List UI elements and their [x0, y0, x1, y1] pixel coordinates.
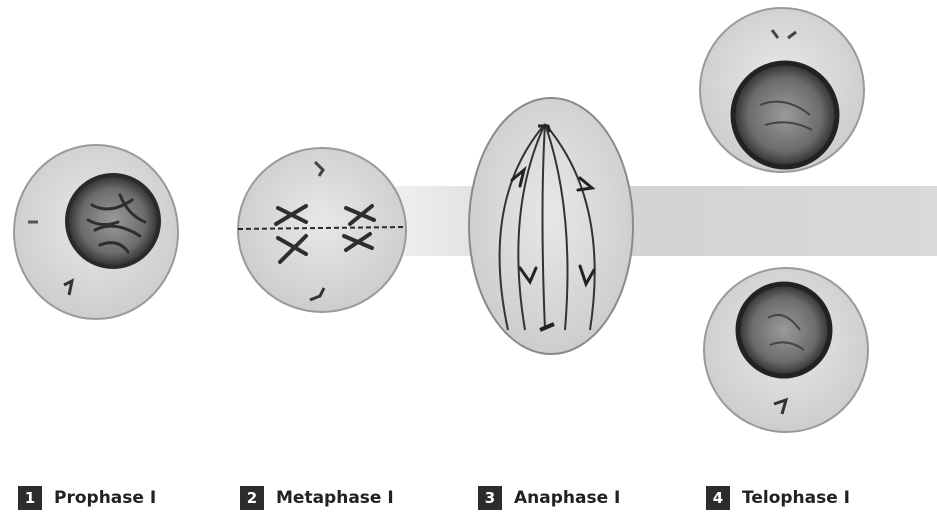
telophase-nucleus-bottom: [738, 284, 830, 376]
stage-name: Metaphase I: [276, 488, 394, 508]
prophase-cell: [14, 145, 178, 319]
stage-name: Telophase I: [742, 488, 850, 508]
telophase-cell-bottom: [704, 268, 868, 432]
stage-number-badge: 1: [18, 486, 42, 510]
anaphase-cell: [469, 98, 633, 354]
stage-name: Anaphase I: [514, 488, 620, 508]
stage-name: Prophase I: [54, 488, 156, 508]
stage-number-badge: 3: [478, 486, 502, 510]
stage-label-telophase: 4 Telophase I: [706, 478, 850, 518]
telophase-cell-top: [700, 8, 864, 172]
stage-number-badge: 4: [706, 486, 730, 510]
metaphase-cell: [238, 148, 406, 312]
stage-label-anaphase: 3 Anaphase I: [478, 478, 620, 518]
stage-number-badge: 2: [240, 486, 264, 510]
stage-label-metaphase: 2 Metaphase I: [240, 478, 394, 518]
telophase-nucleus-top: [733, 63, 837, 167]
stage-label-prophase: 1 Prophase I: [18, 478, 156, 518]
